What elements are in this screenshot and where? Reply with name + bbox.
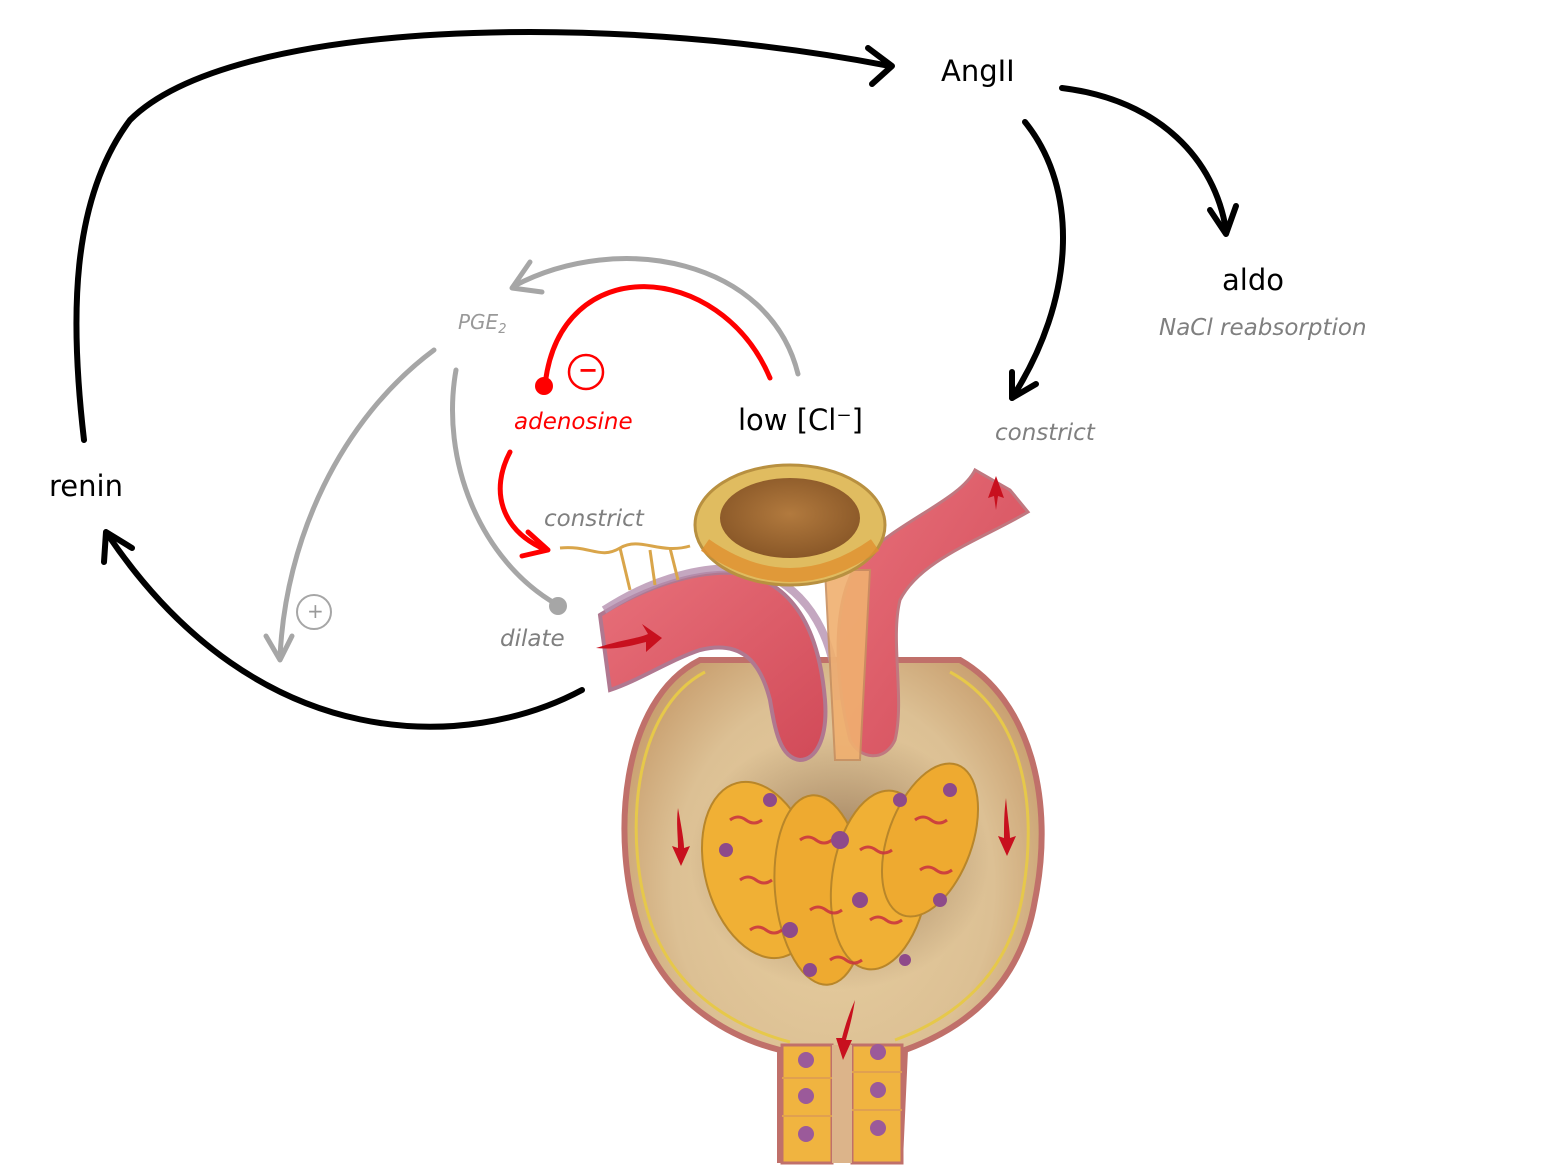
arrow-pge2-to-renin bbox=[277, 347, 437, 661]
arrow-adenosine-to-constrict bbox=[497, 449, 549, 553]
gray-pathways bbox=[263, 256, 801, 663]
capillary-tuft bbox=[700, 762, 980, 986]
label-nacl-reabsorption: NaCl reabsorption bbox=[1159, 315, 1367, 341]
arrow-lowcl-to-pge2 bbox=[511, 256, 801, 377]
arrow-lowcl-inhibits-adenosine bbox=[542, 284, 773, 388]
arrowhead-angii bbox=[865, 45, 895, 87]
red-pathways bbox=[497, 284, 773, 559]
arrow-pge2-to-dilate bbox=[450, 367, 559, 607]
flow-arrows bbox=[596, 476, 1016, 1060]
arrowhead-renin bbox=[101, 529, 135, 565]
inhibit-sign-circle bbox=[567, 353, 605, 391]
arrow-afferent-to-renin bbox=[105, 532, 585, 730]
glomerulus-illustration bbox=[559, 463, 1045, 1165]
proximal-tubule bbox=[780, 1043, 904, 1165]
label-dilate: dilate bbox=[500, 626, 565, 652]
label-aldo: aldo bbox=[1222, 263, 1284, 297]
arrow-angii-to-aldo bbox=[1059, 85, 1229, 233]
label-pge2: PGE2 bbox=[458, 312, 506, 336]
arrowhead-stimulate bbox=[263, 633, 295, 663]
arrowhead-pge2 bbox=[509, 259, 545, 295]
arrowhead-constrict-afferent bbox=[519, 529, 551, 559]
arrow-renin-to-angii bbox=[73, 29, 893, 443]
stimulate-sign: + bbox=[307, 599, 324, 623]
black-pathways bbox=[73, 29, 1239, 730]
label-angii: AngII bbox=[941, 54, 1015, 88]
label-constrict-afferent: constrict bbox=[544, 506, 644, 532]
pge2-subscript: 2 bbox=[498, 322, 507, 337]
label-renin: renin bbox=[49, 469, 123, 503]
inhibit-sign: − bbox=[578, 356, 599, 384]
label-constrict-efferent: constrict bbox=[995, 420, 1095, 446]
arrow-angii-to-constrict bbox=[1009, 119, 1066, 401]
label-adenosine: adenosine bbox=[514, 409, 633, 435]
inhibit-endpoint bbox=[535, 377, 553, 395]
capsule-lining bbox=[634, 670, 1030, 1044]
pge2-main: PGE bbox=[458, 310, 499, 334]
label-low-chloride: low [Cl⁻] bbox=[738, 403, 863, 437]
arrowhead-constrict-efferent bbox=[1009, 369, 1039, 401]
sympathetic-nerve bbox=[559, 542, 691, 591]
macula-densa bbox=[693, 463, 887, 587]
arrowhead-aldo bbox=[1207, 203, 1239, 237]
dilate-endpoint bbox=[549, 597, 567, 615]
stimulate-sign-circle bbox=[296, 594, 332, 630]
